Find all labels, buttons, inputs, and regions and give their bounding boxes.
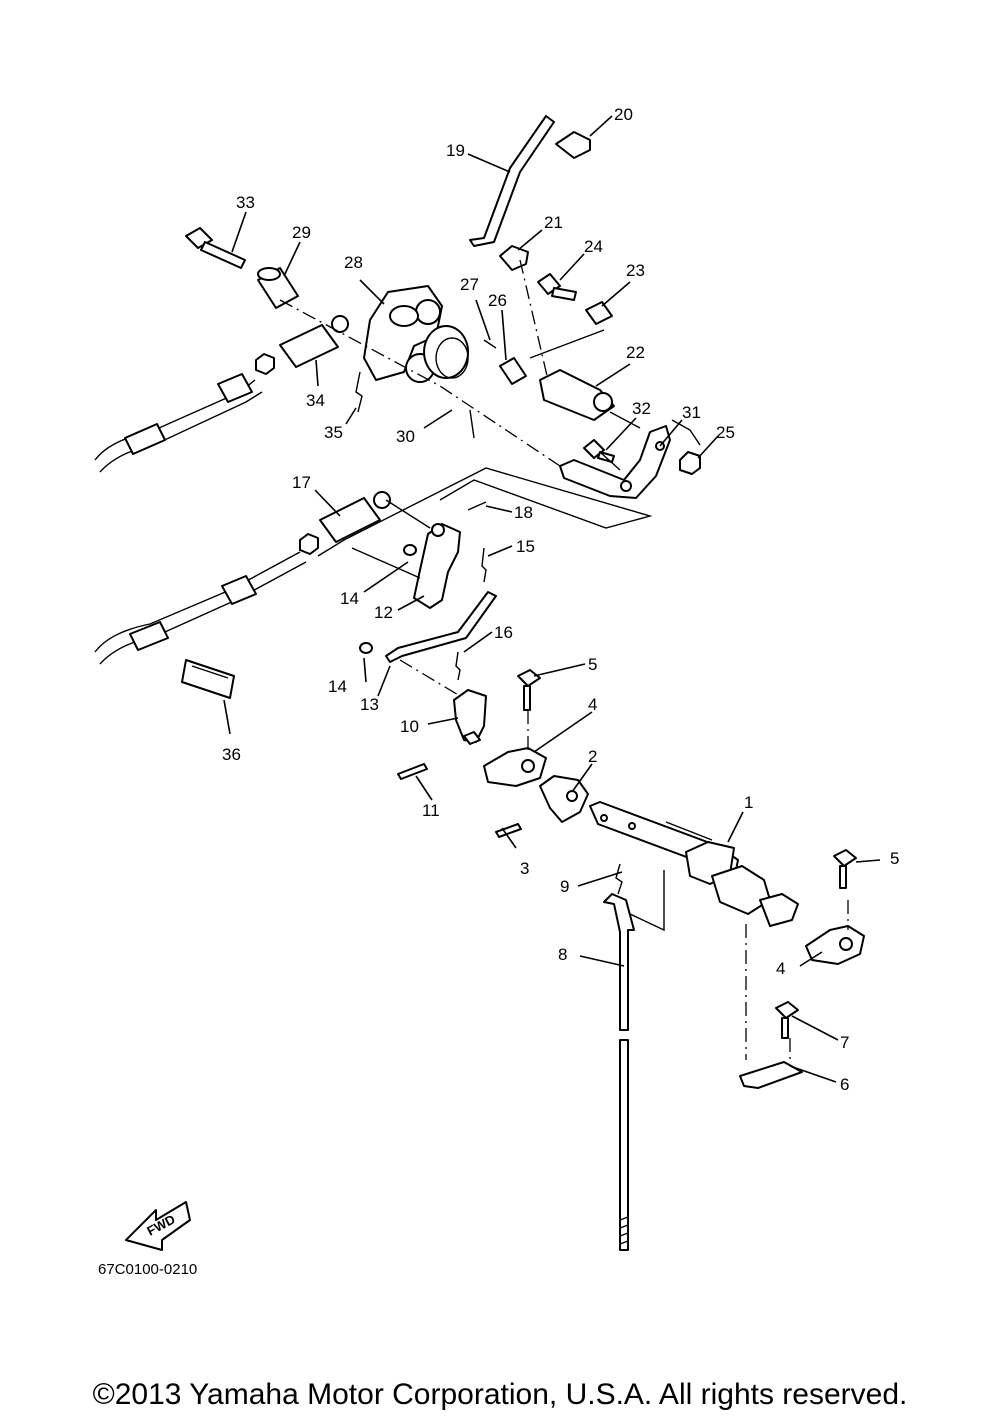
plate-6 <box>739 1061 803 1089</box>
callout-7: 7 <box>840 1033 849 1052</box>
callout-29: 29 <box>292 223 311 242</box>
copyright-notice: ©2013 Yamaha Motor Corporation, U.S.A. A… <box>92 1378 908 1411</box>
bolt-7 <box>775 1001 799 1039</box>
rod-end-34 <box>279 315 349 368</box>
bolt-5b <box>833 849 857 889</box>
bolt-24 <box>537 273 577 301</box>
shift-shaft-1 <box>589 801 799 927</box>
shift-cable <box>94 533 319 665</box>
callout-22: 22 <box>626 343 645 362</box>
callout-12: 12 <box>374 603 393 622</box>
callout-25: 25 <box>716 423 735 442</box>
holder-4b <box>805 925 865 965</box>
callout-9: 9 <box>560 877 569 896</box>
link-rod-13 <box>385 591 497 663</box>
callout-6: 6 <box>840 1075 849 1094</box>
washer-14a <box>403 544 417 556</box>
callout-4b: 4 <box>776 959 785 978</box>
washer-14b <box>359 642 373 654</box>
callout-31: 31 <box>682 403 701 422</box>
callout-17: 17 <box>292 473 311 492</box>
fwd-arrow-icon: FWD <box>125 1201 191 1251</box>
callout-21: 21 <box>544 213 563 232</box>
callout-32: 32 <box>632 399 651 418</box>
throttle-cable-upper <box>94 357 273 473</box>
cotter-pin-18 <box>467 501 487 511</box>
callout-16: 16 <box>494 623 513 642</box>
callouts: 1 2 3 4 4 5 5 6 7 8 9 10 11 12 13 14 14 … <box>222 105 899 1094</box>
callout-18: 18 <box>514 503 533 522</box>
callout-5b: 5 <box>890 849 899 868</box>
cable-nut-upper <box>255 353 275 375</box>
callout-19: 19 <box>446 141 465 160</box>
callout-8: 8 <box>558 945 567 964</box>
callout-36: 36 <box>222 745 241 764</box>
callout-33: 33 <box>236 193 255 212</box>
callout-26: 26 <box>488 291 507 310</box>
callout-3: 3 <box>520 859 529 878</box>
bolt-33 <box>185 227 246 269</box>
pin-3 <box>495 823 522 838</box>
diagram-code: 67C0100-0210 <box>98 1261 197 1278</box>
callout-14b: 14 <box>328 677 347 696</box>
lever-10 <box>453 689 487 745</box>
pin-11 <box>397 763 428 780</box>
collar-29 <box>257 267 299 309</box>
callout-35: 35 <box>324 423 343 442</box>
callout-5a: 5 <box>588 655 597 674</box>
callout-4a: 4 <box>588 695 597 714</box>
rod-end-17 <box>319 491 391 543</box>
callout-27: 27 <box>460 275 479 294</box>
cotter-pin-9 <box>615 863 623 895</box>
clip-20 <box>555 131 591 159</box>
collar-26 <box>499 357 527 385</box>
callout-13: 13 <box>360 695 379 714</box>
cotter-pin-15 <box>481 547 487 583</box>
link-rod-19 <box>469 115 555 247</box>
callout-15: 15 <box>516 537 535 556</box>
callout-23: 23 <box>626 261 645 280</box>
spring-30 <box>423 325 475 439</box>
callout-30: 30 <box>396 427 415 446</box>
holder-4a <box>483 747 547 787</box>
callout-24: 24 <box>584 237 603 256</box>
bracket-31 <box>559 425 671 499</box>
shift-rod-8 <box>603 893 635 1251</box>
callout-11: 11 <box>422 801 440 820</box>
callout-2: 2 <box>588 747 597 766</box>
collar-23 <box>585 301 613 325</box>
cotter-pin-35 <box>355 371 363 413</box>
callout-34: 34 <box>306 391 325 410</box>
callout-leaders <box>223 115 881 1083</box>
nut-25 <box>679 451 701 475</box>
clip-21 <box>499 245 529 271</box>
callout-20: 20 <box>614 105 633 124</box>
cotter-pin-16 <box>455 651 461 681</box>
bolt-5a <box>517 669 541 711</box>
callout-28: 28 <box>344 253 363 272</box>
callout-1: 1 <box>744 793 753 812</box>
callout-14a: 14 <box>340 589 359 608</box>
callout-10: 10 <box>400 717 419 736</box>
lever-22 <box>539 369 615 421</box>
plate-36 <box>181 659 235 699</box>
bracket-2 <box>539 775 589 823</box>
lever-12 <box>413 523 461 609</box>
bolt-32 <box>583 439 615 463</box>
pin-27 <box>483 339 497 349</box>
